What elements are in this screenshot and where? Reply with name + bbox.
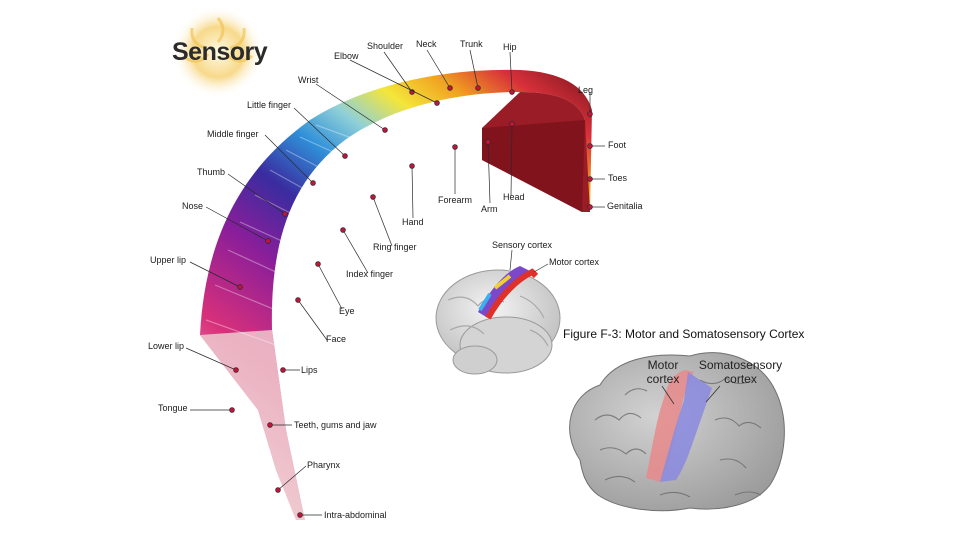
label-hand: Hand <box>402 218 424 227</box>
label-arm: Arm <box>481 205 498 214</box>
label-forearm: Forearm <box>438 196 472 205</box>
label-head: Head <box>503 193 525 202</box>
label-nose: Nose <box>182 202 203 211</box>
label-leg: Leg <box>578 86 593 95</box>
label-toes: Toes <box>608 174 627 183</box>
somatosensory-cortex-label-line2: cortex <box>693 372 788 386</box>
label-thumb: Thumb <box>197 168 225 177</box>
label-shoulder: Shoulder <box>367 42 403 51</box>
label-little-finger: Little finger <box>247 101 291 110</box>
label-upper-lip: Upper lip <box>150 256 186 265</box>
label-lips: Lips <box>301 366 318 375</box>
motor-cortex-label-line1: Motor <box>638 358 688 372</box>
label-eye: Eye <box>339 307 355 316</box>
label-index-finger: Index finger <box>346 270 393 279</box>
label-pharynx: Pharynx <box>307 461 340 470</box>
label-neck: Neck <box>416 40 437 49</box>
label-foot: Foot <box>608 141 626 150</box>
label-teeth-gums-jaw: Teeth, gums and jaw <box>294 421 377 430</box>
label-genitalia: Genitalia <box>607 202 643 211</box>
label-ring-finger: Ring finger <box>373 243 417 252</box>
somatosensory-cortex-label: Somatosensory cortex <box>693 358 788 386</box>
motor-cortex-label-line2: cortex <box>638 372 688 386</box>
label-middle-finger: Middle finger <box>207 130 259 139</box>
label-wrist: Wrist <box>298 76 318 85</box>
label-face: Face <box>326 335 346 344</box>
label-lower-lip: Lower lip <box>148 342 184 351</box>
label-sensory-cortex: Sensory cortex <box>492 241 552 250</box>
label-elbow: Elbow <box>334 52 359 61</box>
label-motor-cortex: Motor cortex <box>549 258 599 267</box>
label-intra-abdominal: Intra-abdominal <box>324 511 387 520</box>
brain-inset-illustration <box>436 250 560 374</box>
label-tongue: Tongue <box>158 404 188 413</box>
motor-cortex-label: Motor cortex <box>638 358 688 386</box>
somatosensory-cortex-label-line1: Somatosensory <box>693 358 788 372</box>
label-trunk: Trunk <box>460 40 483 49</box>
label-hip: Hip <box>503 43 517 52</box>
figure-caption: Figure F-3: Motor and Somatosensory Cort… <box>563 327 804 341</box>
page-title: Sensory <box>172 38 267 67</box>
